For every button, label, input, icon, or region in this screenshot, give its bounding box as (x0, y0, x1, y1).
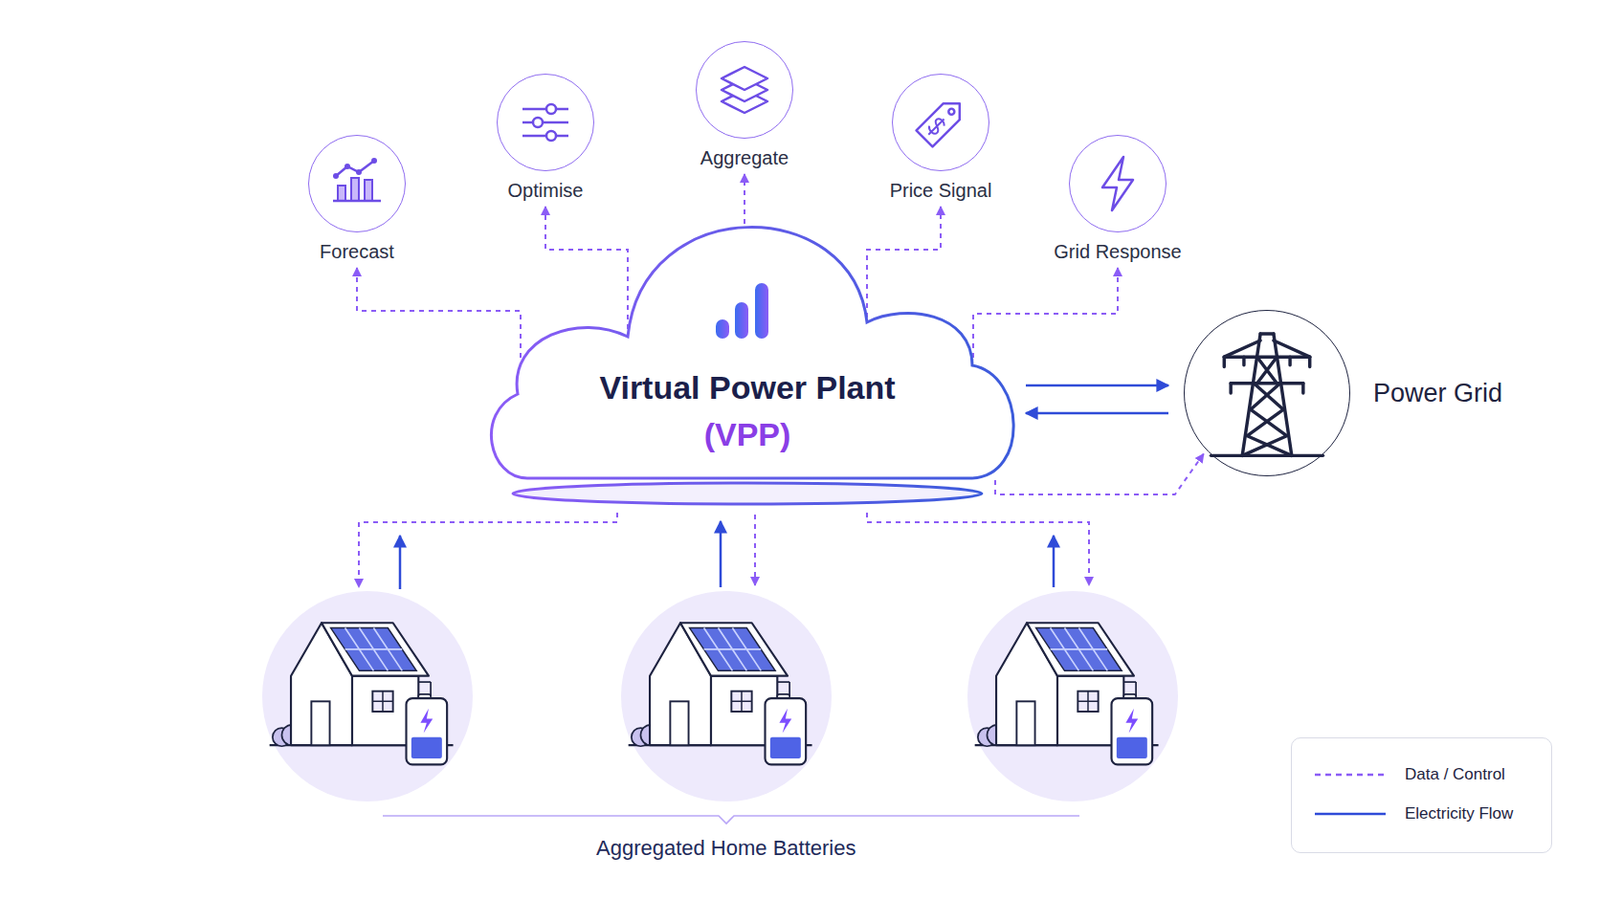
feature-icon (497, 74, 594, 171)
legend-swatch (1312, 809, 1388, 820)
group-label: Aggregated Home Batteries (596, 836, 857, 862)
feature-label: Grid Response (1053, 240, 1181, 264)
house-group (262, 591, 1178, 802)
power-connector (1025, 412, 1169, 416)
legend-row: Electricity Flow (1312, 804, 1513, 824)
tower-icon (1184, 311, 1350, 476)
legend-swatch (1312, 770, 1388, 780)
grid-circle (1183, 310, 1351, 477)
feature-label: Price Signal (889, 178, 993, 202)
cloud-shape (474, 222, 1021, 510)
data-connector (995, 454, 1204, 496)
feature-circle (695, 41, 794, 139)
feature-label: Optimise (508, 178, 584, 202)
data-connector (743, 174, 746, 224)
cloud-text-group: Virtual Power Plant (VPP) (474, 368, 1021, 455)
vpp-cloud: Virtual Power Plant (VPP) (474, 222, 1021, 510)
feature-icon (892, 74, 989, 171)
legend-row: Data / Control (1312, 765, 1506, 785)
power-connector (1025, 384, 1169, 388)
feature-circle (496, 73, 595, 172)
grid-label: Power Grid (1373, 378, 1503, 409)
feature-node: Optimise (440, 73, 651, 202)
feature-icon (309, 135, 405, 232)
feature-circle (891, 73, 990, 172)
feature-label: Aggregate (700, 146, 789, 170)
feature-node: Aggregate (639, 41, 850, 170)
feature-icon (1069, 135, 1166, 232)
house-links (358, 512, 1089, 590)
legend-box: Data / ControlElectricity Flow (1290, 737, 1553, 854)
feature-node: Price Signal (835, 73, 1046, 202)
cloud-title: Virtual Power Plant (599, 368, 895, 408)
feature-circle (308, 134, 406, 233)
data-connector (545, 206, 628, 330)
feature-circle (1068, 134, 1167, 233)
data-connector (866, 206, 941, 318)
group-bracket (382, 816, 1080, 824)
legend-text: Data / Control (1404, 765, 1506, 785)
feature-node: Forecast (251, 134, 463, 264)
data-connector (973, 267, 1118, 358)
grid-node: Power Grid (1183, 310, 1503, 477)
data-connector (356, 267, 521, 358)
cloud-subtitle: (VPP) (704, 415, 792, 455)
feature-node: Grid Response (1012, 134, 1223, 264)
feature-icon (696, 42, 793, 138)
feature-label: Forecast (319, 240, 395, 264)
legend-text: Electricity Flow (1404, 804, 1513, 824)
